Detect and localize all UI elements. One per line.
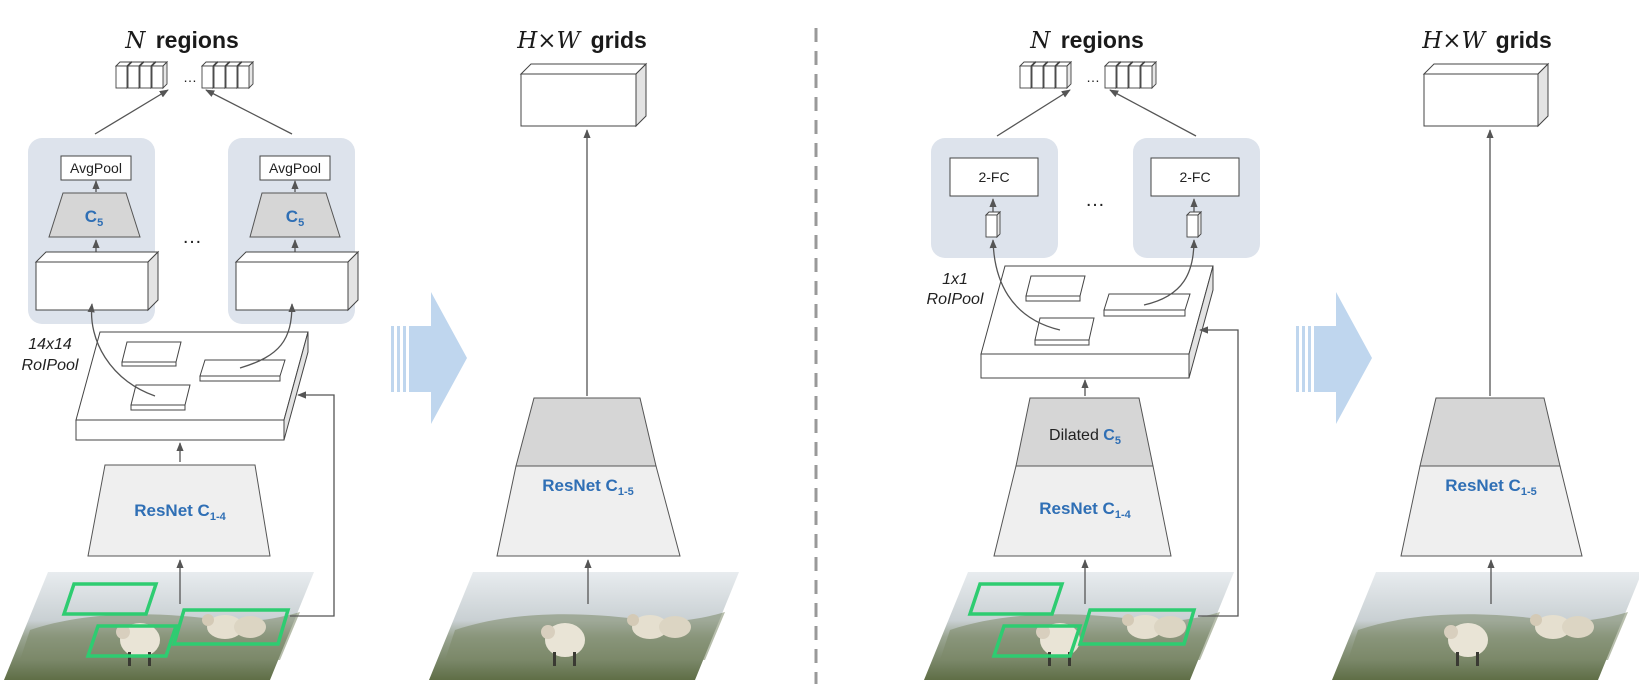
panel3-heading: N regions (1029, 27, 1144, 54)
fc-panel-right: 2-FC (1133, 138, 1260, 258)
input-photo (1332, 572, 1639, 680)
roi-word-label: RoIPool (927, 291, 984, 308)
fc-box (1150, 157, 1240, 197)
panel-region-c4: N regions … AvgPool C5 … (4, 27, 359, 680)
panel-grid-c5: H×W grids ResNet C1-5 (1332, 27, 1639, 680)
roi-boxes (967, 582, 1197, 658)
vector-ellipsis: … (183, 69, 197, 85)
fc-label: 2-FC (978, 169, 1009, 185)
fc-panel-left: 2-FC (931, 138, 1058, 258)
roi-word-label: RoIPool (22, 357, 79, 374)
feature-map (980, 265, 1214, 379)
transition-arrow-1 (391, 292, 467, 424)
c5-trapezoid (249, 192, 341, 238)
backbone-label: ResNet C1-4 (1039, 499, 1131, 521)
head-panel-left: AvgPool C5 (28, 138, 159, 324)
roi-size-label: 1x1 (942, 271, 968, 288)
backbone-label: ResNet C1-4 (134, 501, 226, 523)
backbone-trapezoid (496, 397, 681, 557)
transition-arrow-2 (1296, 292, 1372, 424)
feature-map (75, 331, 309, 441)
dilated-backbone (993, 397, 1172, 557)
panel2-heading: H×W grids (516, 27, 647, 54)
fc-label: 2-FC (1179, 169, 1210, 185)
panel4-heading: H×W grids (1421, 27, 1552, 54)
region-vectors: … (116, 62, 253, 88)
c5-label: C5 (85, 207, 103, 229)
avgpool-label: AvgPool (70, 160, 122, 176)
grid-output-box (1422, 62, 1550, 128)
avgpool-box (60, 155, 132, 181)
roi-size-label: 14x14 (28, 336, 72, 353)
dilated-c5-label: Dilated C5 (1049, 427, 1121, 447)
avgpool-label: AvgPool (269, 160, 321, 176)
region-vectors: … (1020, 62, 1156, 88)
vector-ellipsis: … (1086, 69, 1100, 85)
avgpool-box (259, 155, 331, 181)
backbone-label: ResNet C1-5 (542, 476, 634, 498)
backbone-trapezoid (87, 464, 271, 557)
grid-output-box (519, 62, 648, 128)
backbone-trapezoid (1400, 397, 1583, 557)
head-ellipsis: … (182, 226, 202, 248)
roi-boxes (61, 582, 291, 658)
head-ellipsis: … (1085, 189, 1105, 211)
input-photo (429, 572, 739, 680)
panel-grid-c4: H×W grids ResNet C1-5 (429, 27, 739, 680)
fc-box (949, 157, 1039, 197)
head-panel-right: AvgPool C5 (228, 138, 359, 324)
c5-trapezoid (48, 192, 141, 238)
panel-region-c5: N regions … 2-FC … 2-FC 1x1 RoIPool (924, 27, 1260, 680)
panel1-heading: N regions (124, 27, 239, 54)
backbone-label: ResNet C1-5 (1445, 476, 1537, 498)
c5-label: C5 (286, 207, 304, 229)
